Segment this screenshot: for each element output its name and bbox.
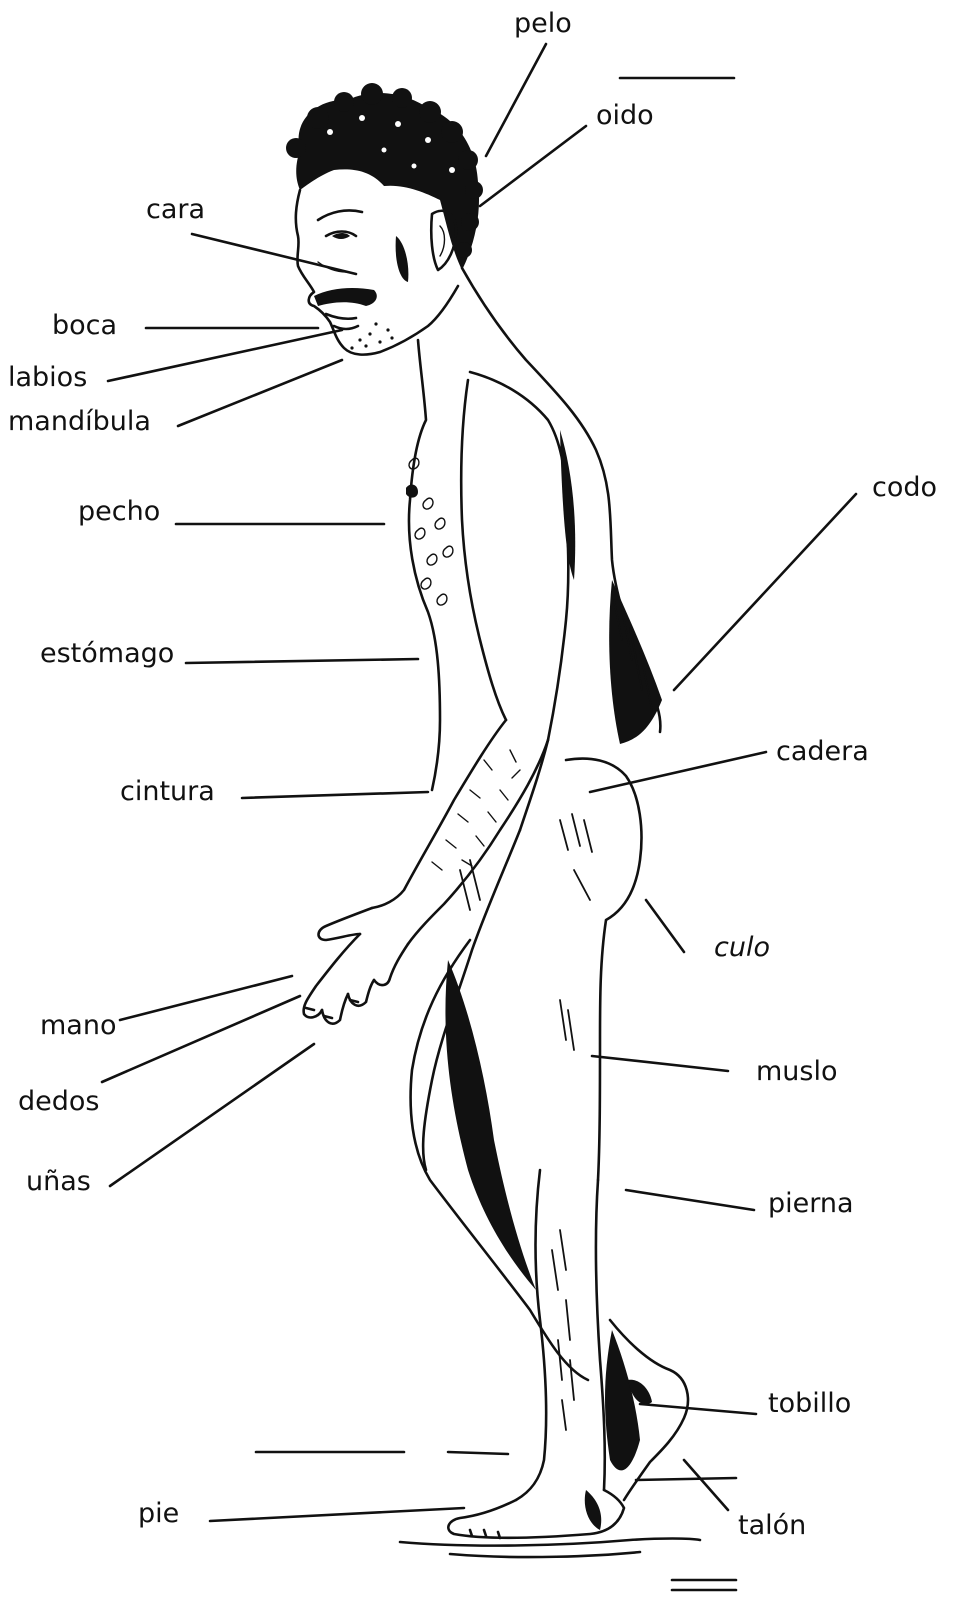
label-culo: culo — [714, 932, 770, 963]
label-mano: mano — [40, 1010, 116, 1041]
leader-dedos — [102, 996, 300, 1082]
leader-muslo — [592, 1056, 728, 1071]
torso-drawing — [406, 268, 662, 830]
label-boca: boca — [52, 310, 117, 341]
label-talon: talón — [738, 1510, 806, 1541]
label-cadera: cadera — [776, 736, 869, 767]
leader-culo — [646, 900, 684, 952]
leader-cara — [192, 234, 356, 274]
label-codo: codo — [872, 472, 937, 503]
label-dedos: dedos — [18, 1086, 99, 1117]
leader-lines — [102, 44, 856, 1521]
human-figure-illustration — [256, 78, 736, 1590]
hair-drawing — [286, 83, 483, 270]
label-pie: pie — [138, 1498, 179, 1529]
leader-cintura — [242, 792, 428, 798]
leader-talon — [684, 1460, 728, 1510]
label-unas: uñas — [26, 1166, 91, 1197]
label-labios: labios — [8, 362, 87, 393]
label-pecho: pecho — [78, 496, 160, 527]
leader-cadera — [590, 752, 766, 792]
label-pelo: pelo — [514, 8, 572, 39]
face-drawing — [296, 190, 458, 355]
leader-mandibula — [178, 360, 342, 426]
leader-codo — [674, 494, 856, 690]
label-estomago: estómago — [40, 638, 174, 669]
leader-estomago — [186, 659, 418, 663]
arm-hand-drawing — [304, 720, 548, 1024]
label-tobillo: tobillo — [768, 1388, 851, 1419]
leader-pie — [210, 1508, 464, 1521]
leader-tobillo — [640, 1404, 756, 1414]
leader-pierna — [626, 1190, 754, 1210]
label-mandibula: mandíbula — [8, 406, 151, 437]
label-muslo: muslo — [756, 1056, 838, 1087]
label-pierna: pierna — [768, 1188, 854, 1219]
leader-pelo — [486, 44, 546, 156]
leader-mano — [120, 976, 292, 1020]
label-cintura: cintura — [120, 776, 215, 807]
label-cara: cara — [146, 194, 205, 225]
label-oido: oido — [596, 100, 654, 131]
